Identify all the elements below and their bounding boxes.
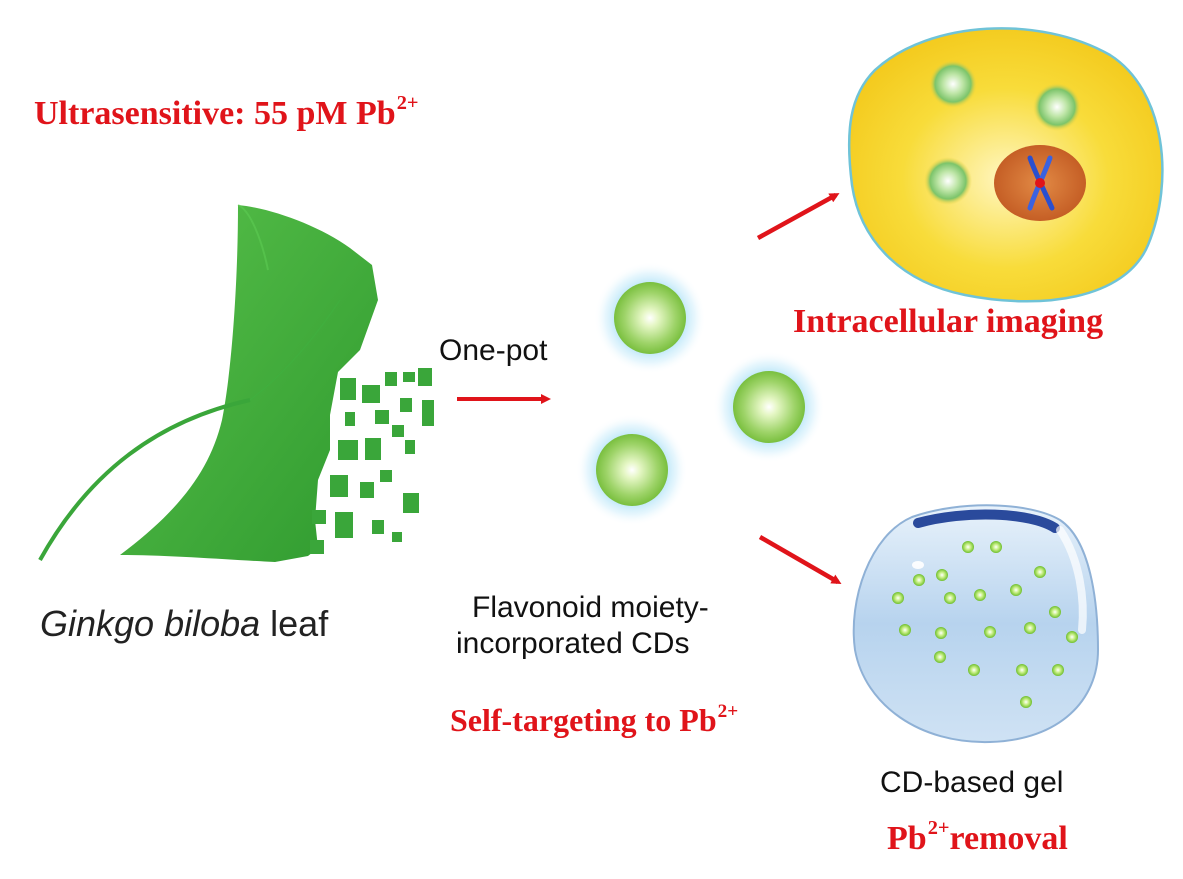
targeting-text: Self-targeting to Pb <box>450 702 717 738</box>
headline-text: Ultrasensitive: 55 pM Pb <box>34 95 396 132</box>
self-targeting-label: Self-targeting to Pb2+ <box>450 700 739 738</box>
intracellular-imaging-label: Intracellular imaging <box>793 303 1104 340</box>
removal-ion: Pb <box>887 820 927 857</box>
one-pot-label: One-pot <box>439 334 548 367</box>
gel-droplet-icon <box>852 504 1100 744</box>
carbon-dots <box>576 262 825 526</box>
removal-text: removal <box>949 820 1068 857</box>
carbon-dot-icon <box>576 414 688 526</box>
targeting-charge: 2+ <box>717 700 739 722</box>
headline-charge: 2+ <box>396 91 419 114</box>
carbon-dot-icon <box>713 351 825 463</box>
cell-icon <box>847 27 1164 303</box>
leaf-caption: Ginkgo biloba leaf <box>40 606 328 642</box>
species-name: Ginkgo biloba <box>40 603 261 644</box>
chromosome-icon <box>1027 155 1055 211</box>
removal-charge: 2+ <box>927 816 950 839</box>
ginkgo-leaf-icon <box>38 204 434 562</box>
removal-label: Pb2+removal <box>887 818 1068 857</box>
gel-label: CD-based gel <box>880 766 1064 799</box>
arrow-icon <box>758 535 842 584</box>
arrow-icon <box>756 193 840 240</box>
cd-caption-line1: Flavonoid moiety- <box>472 591 709 624</box>
sensitivity-headline: Ultrasensitive: 55 pM Pb2+ <box>34 93 419 132</box>
cd-caption-line2: incorporated CDs <box>456 627 690 660</box>
cd-caption: Flavonoid moiety- incorporated CDs <box>456 590 709 662</box>
leaf-word: leaf <box>260 603 329 644</box>
carbon-dot-icon <box>594 262 706 374</box>
